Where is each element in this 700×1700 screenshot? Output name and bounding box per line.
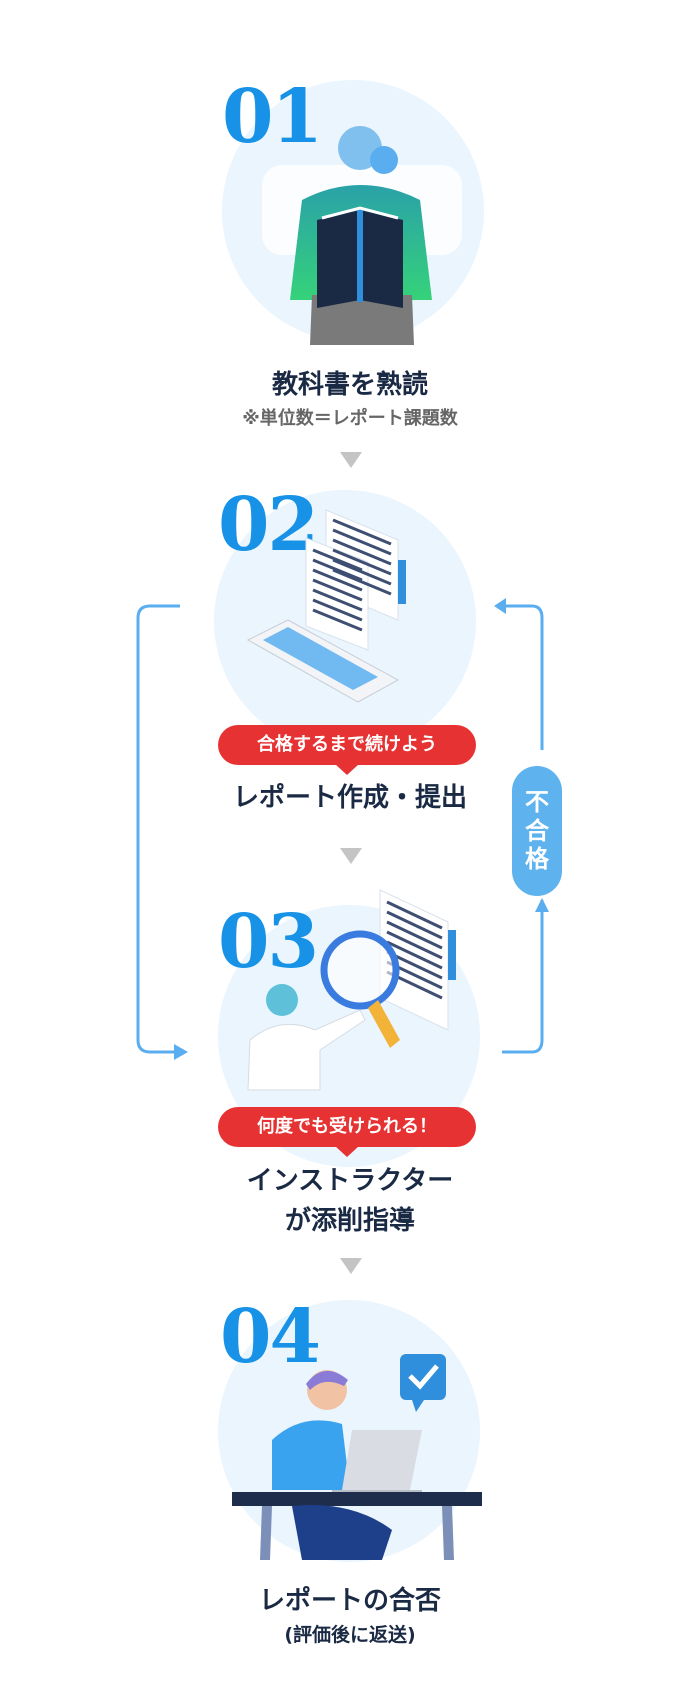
step2-title: レポート作成・提出	[232, 783, 467, 813]
fail-char-3: 格	[525, 845, 549, 874]
fail-label: 不 合 格	[512, 766, 562, 896]
loop-left-bracket	[136, 604, 188, 1060]
instructor-magnifier-illustration	[247, 889, 456, 1091]
step4-note: (評価後に返送)	[284, 1624, 416, 1646]
step1-title: 教科書を熟読	[271, 370, 428, 400]
flow-arrow-3	[340, 1258, 362, 1274]
step2-number: 02	[218, 482, 319, 568]
step3-badge: 何度でも受けられる！	[218, 1107, 476, 1157]
fail-char-2: 合	[525, 816, 549, 845]
loop-right-bracket	[494, 598, 549, 1054]
step1-note: ※単位数＝レポート課題数	[242, 408, 458, 429]
step3-title-line1: インストラクター	[246, 1166, 454, 1196]
student-laptop-illustration	[232, 1354, 482, 1560]
step4-number: 04	[220, 1294, 321, 1380]
keyboard-document-illustration	[246, 509, 406, 703]
flow-arrow-2	[340, 848, 362, 864]
step3-title-line2: が添削指導	[284, 1206, 415, 1236]
step2-badge: 合格するまで続けよう	[218, 725, 476, 775]
step1-number: 01	[222, 74, 323, 160]
reading-woman-illustration	[262, 126, 462, 345]
step4-title: レポートの合否	[258, 1586, 441, 1616]
fail-char-1: 不	[525, 787, 549, 816]
flow-arrow-1	[340, 452, 362, 468]
step3-number: 03	[218, 899, 319, 985]
